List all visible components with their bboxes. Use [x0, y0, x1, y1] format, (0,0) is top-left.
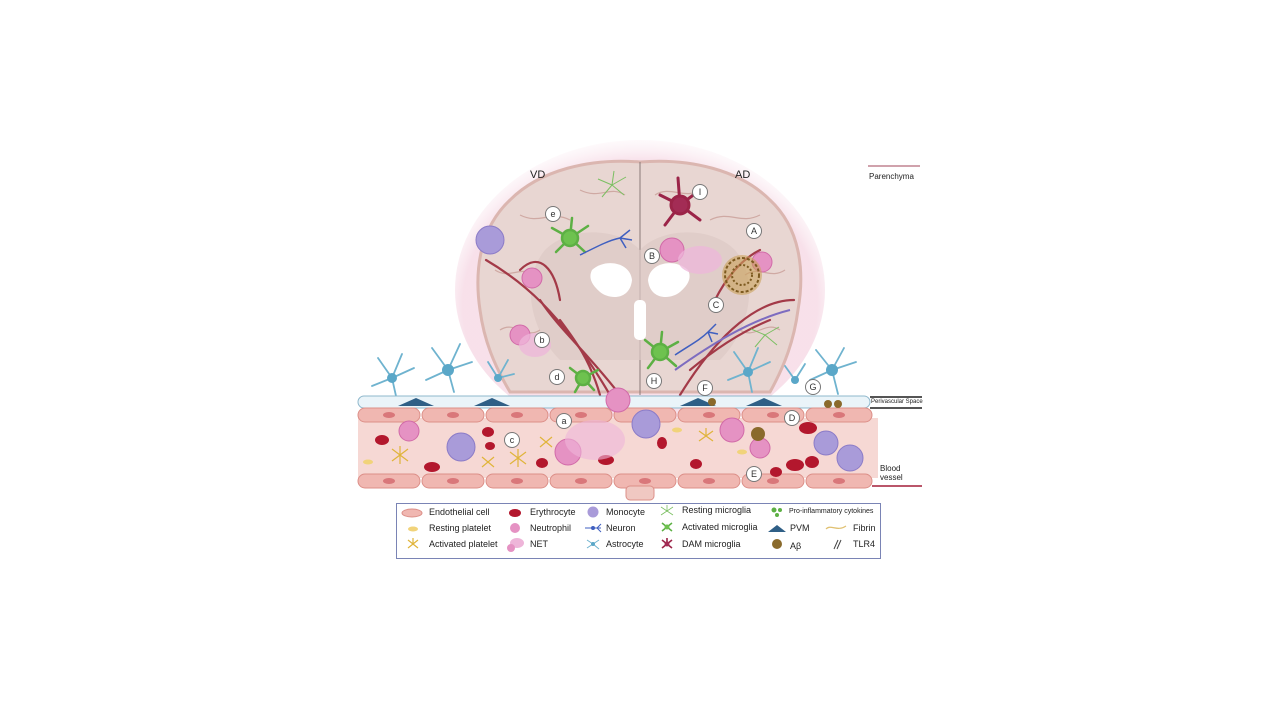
- astrocyte-bodies: [387, 364, 838, 384]
- marker-G: G: [805, 379, 821, 395]
- blue-vessel: [674, 309, 791, 371]
- legend-astrocyte: Astrocyte: [606, 539, 644, 549]
- vessel-abeta: [751, 427, 765, 441]
- marker-B: B: [644, 248, 660, 264]
- activated-microglia-icon: [661, 522, 673, 532]
- activated-microglia: [550, 216, 680, 394]
- legend-neutrophil: Neutrophil: [530, 523, 572, 533]
- marker-c: c: [504, 432, 520, 448]
- amyloid-plaque: [722, 255, 762, 295]
- legend-fibrin: Fibrin: [853, 523, 876, 533]
- legend-pvm: PVM: [790, 523, 810, 533]
- heading-ad: AD: [735, 169, 751, 181]
- marker-A: A: [746, 223, 762, 239]
- tlr4-icon: [833, 539, 842, 550]
- endothelial-cell-icon: [401, 508, 423, 518]
- endothelial-nuclei: [383, 412, 845, 484]
- marker-e: e: [545, 206, 561, 222]
- erythrocytes: [375, 422, 819, 477]
- legend-activated-platelet: Activated platelet: [429, 539, 498, 549]
- astrocytes: [371, 343, 857, 397]
- legend-cytokines: Pro-inflammatory cytokines: [789, 508, 874, 515]
- neuron-icon: [585, 523, 602, 533]
- legend-monocyte: Monocyte: [606, 507, 646, 517]
- erythrocyte-icon: [509, 509, 521, 517]
- marker-D: D: [784, 410, 800, 426]
- astrocyte-icon: [586, 539, 600, 550]
- ventricle-left: [590, 263, 632, 297]
- marker-I: I: [692, 184, 708, 200]
- vessel-stem: [625, 485, 655, 501]
- dam-microglia-icon: [661, 538, 673, 549]
- neutrophil-icon: [510, 523, 520, 533]
- abeta-icon: [772, 539, 782, 549]
- label-blood: Blood: [880, 464, 901, 473]
- monocyte-icon: [587, 506, 599, 518]
- activated-platelet-icon: [407, 538, 419, 549]
- marker-a: a: [556, 413, 572, 429]
- pvs-abeta: [708, 398, 842, 408]
- heading-vd: VD: [530, 169, 546, 181]
- legend-resting-platelet: Resting platelet: [429, 523, 492, 533]
- marker-E: E: [746, 466, 762, 482]
- monocytes: [446, 409, 864, 472]
- fibrin-icon: [825, 525, 847, 530]
- label-perivascular: Perivascular Space: [871, 399, 923, 405]
- legend-tlr4: TLR4: [853, 539, 876, 549]
- legend-endothelial: Endothelial cell: [429, 507, 490, 517]
- marker-C: C: [708, 297, 724, 313]
- marker-b: b: [534, 332, 550, 348]
- resting-microglia-icon: [660, 505, 674, 516]
- neurons: [579, 229, 719, 356]
- label-vessel: vessel: [880, 473, 903, 482]
- resting-microglia: [597, 170, 780, 348]
- legend-net: NET: [530, 539, 548, 549]
- legend: Endothelial cell Resting platelet Activa…: [396, 503, 881, 559]
- brain-monocyte: [475, 225, 505, 255]
- ventricle-third: [634, 300, 646, 340]
- cytokines-icon: [771, 507, 782, 517]
- resting-platelets: [363, 427, 747, 465]
- legend-erythrocyte: Erythrocyte: [530, 507, 576, 517]
- label-parenchyma: Parenchyma: [869, 172, 914, 181]
- legend-neuron: Neuron: [606, 523, 636, 533]
- legend-abeta: Aβ: [790, 541, 802, 551]
- pvm-cells: [398, 398, 782, 406]
- pvm-icon: [768, 525, 786, 532]
- marker-F: F: [697, 380, 713, 396]
- marker-H: H: [646, 373, 662, 389]
- legend-activated-microglia: Activated microglia: [682, 522, 758, 532]
- net-icon: [507, 538, 524, 552]
- marker-d: d: [549, 369, 565, 385]
- perivascular-lines: [870, 396, 922, 409]
- legend-resting-microglia: Resting microglia: [682, 505, 752, 515]
- vessel-net: [565, 420, 625, 460]
- legend-dam-microglia: DAM microglia: [682, 539, 741, 549]
- resting-platelet-icon: [408, 526, 418, 532]
- dam-microglia: [658, 176, 702, 227]
- ventricle-right: [648, 263, 690, 297]
- activated-platelets: [391, 428, 714, 468]
